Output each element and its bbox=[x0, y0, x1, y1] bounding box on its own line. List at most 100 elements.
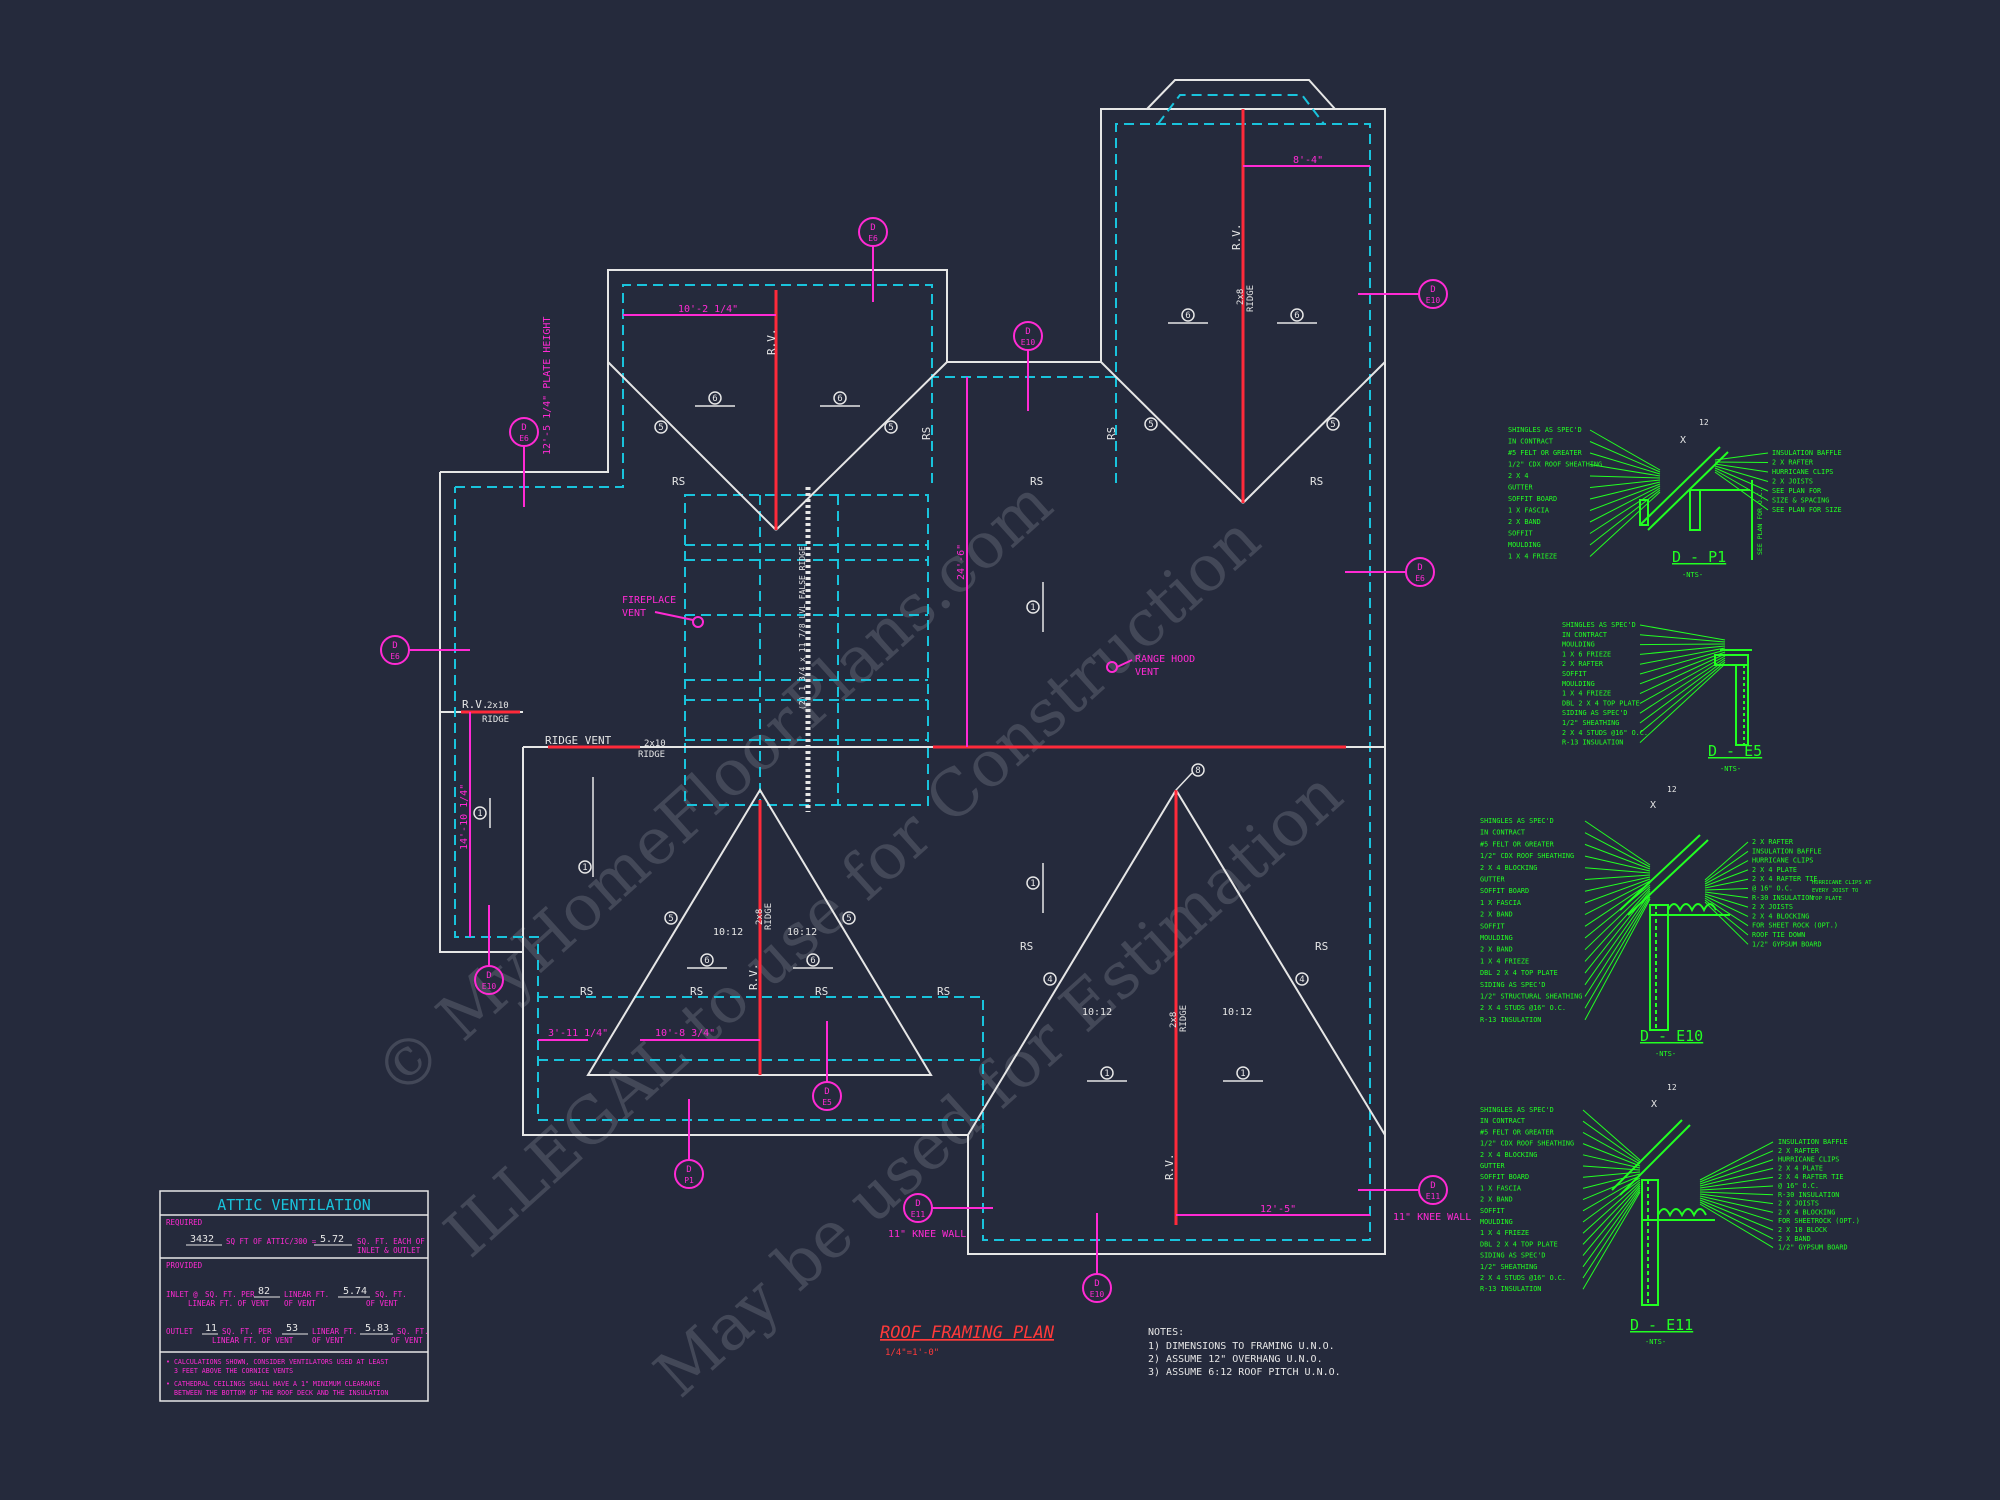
detail-annotation: #5 FELT OR GREATER bbox=[1508, 449, 1583, 457]
tag-number: 6 bbox=[1294, 311, 1299, 321]
ridge-vent-label: RIDGE VENT bbox=[545, 734, 612, 747]
dim-text: 3'-11 1/4" bbox=[548, 1028, 608, 1039]
detail-annotation: SOFFIT bbox=[1480, 922, 1505, 930]
detail-leader bbox=[1639, 657, 1726, 714]
detail-leader bbox=[1639, 645, 1726, 655]
tag-circle bbox=[473, 806, 487, 820]
callout-bottom: E10 bbox=[482, 982, 497, 991]
detail-leader bbox=[1639, 661, 1726, 734]
detail-annotation: 1/2" GYPSUM BOARD bbox=[1778, 1244, 1848, 1252]
detail-leader bbox=[1714, 469, 1769, 501]
callout-de10: D E10 bbox=[1013, 321, 1043, 411]
detail-leader bbox=[1704, 888, 1749, 891]
rafter-drawing bbox=[1611, 1119, 1683, 1191]
detail-annotation: 2 X BAND bbox=[1480, 946, 1513, 954]
detail-d-p1: SHINGLES AS SPEC'DIN CONTRACT#5 FELT OR … bbox=[1508, 418, 1842, 579]
tag-circle bbox=[842, 911, 856, 925]
detail-annotation: SOFFIT BOARD bbox=[1480, 887, 1529, 895]
plan-title-block: ROOF FRAMING PLAN 1/4"=1'-0" NOTES: 1) D… bbox=[880, 1323, 1341, 1378]
detail-annotation: SHINGLES AS SPEC'D bbox=[1508, 426, 1582, 434]
detail-leader bbox=[1582, 1154, 1641, 1169]
false-ridge-label: (2) 1 3/4 x 11 7/8 LVL FALSE RIDGE bbox=[798, 546, 807, 710]
callout-top: D bbox=[521, 423, 526, 433]
ridge-label: RIDGE bbox=[1246, 285, 1256, 312]
dim-text: 14'-10 1/4" bbox=[459, 784, 470, 850]
tag-number: 1 bbox=[1104, 1069, 1109, 1079]
ridge-label: RIDGE bbox=[764, 903, 774, 930]
section-marker bbox=[1418, 279, 1448, 309]
detail-annotation: GUTTER bbox=[1480, 1162, 1505, 1170]
detail-leader bbox=[1639, 643, 1726, 646]
attic-ventilation-table: ATTIC VENTILATION REQUIRED 3432 SQ FT OF… bbox=[159, 1190, 429, 1402]
detail-annotation: 2 X 4 BLOCKING bbox=[1480, 864, 1537, 872]
tag-circle bbox=[700, 953, 714, 967]
section-marker bbox=[1405, 557, 1435, 587]
callout-top: D bbox=[1430, 1181, 1435, 1191]
tag-number: 1 bbox=[477, 809, 482, 819]
detail-annotation: 2 X 4 bbox=[1508, 472, 1528, 480]
detail-annotation: 2 X RAFTER bbox=[1562, 660, 1604, 668]
detail-annotation: @ 16" O.C. bbox=[1778, 1182, 1819, 1190]
detail-leader bbox=[1582, 1185, 1641, 1256]
tag-number: 8 bbox=[1195, 766, 1200, 776]
detail-leader bbox=[1704, 897, 1749, 927]
ventilation-note: BETWEEN THE BOTTOM OF THE ROOF DECK AND … bbox=[174, 1389, 388, 1397]
pitch-12: 12 bbox=[1667, 785, 1677, 794]
valley-line bbox=[1175, 789, 1386, 1136]
detail-leader bbox=[1584, 876, 1651, 892]
detail-annotation: 1 X 4 FRIEZE bbox=[1508, 553, 1557, 561]
tag-circle bbox=[664, 911, 678, 925]
detail-leader bbox=[1639, 659, 1726, 724]
outline-bay bbox=[1146, 79, 1336, 110]
detail-annotation: HURRICANE CLIPS bbox=[1752, 857, 1813, 865]
detail-annotation: INSULATION BAFFLE bbox=[1778, 1138, 1848, 1146]
tag-circle bbox=[1100, 1066, 1114, 1080]
detail-title: D - E11 bbox=[1630, 1316, 1693, 1334]
detail-leader bbox=[1639, 634, 1726, 643]
detail-annotation: 2 X BAND bbox=[1480, 911, 1513, 919]
callout-bottom: E5 bbox=[822, 1098, 832, 1107]
detail-leader bbox=[1582, 1120, 1641, 1163]
detail-annotation: 2 X BAND bbox=[1508, 518, 1541, 526]
valley-line bbox=[967, 789, 1177, 1136]
detail-leader bbox=[1639, 649, 1726, 675]
detail-scale: -NTS- bbox=[1720, 765, 1741, 773]
detail-annotation: SOFFIT BOARD bbox=[1508, 495, 1557, 503]
pitch-label: 10:12 bbox=[713, 927, 743, 938]
detail-leader bbox=[1699, 1199, 1774, 1231]
detail-leader bbox=[1589, 475, 1661, 479]
detail-leader bbox=[1699, 1141, 1774, 1181]
dim-text: 12'-5" bbox=[1260, 1204, 1296, 1215]
detail-annotation: 1/2" SHEATHING bbox=[1480, 1263, 1537, 1271]
wall-drawing bbox=[1649, 904, 1669, 1031]
rafter-tag: 1 bbox=[1087, 1066, 1127, 1082]
tag-circle bbox=[1191, 763, 1205, 777]
tag-circle bbox=[1026, 876, 1040, 890]
callout-top: D bbox=[486, 971, 491, 981]
detail-annotation: 2 X 4 STUDS @16" O.C. bbox=[1480, 1274, 1566, 1282]
detail-annotation: ROOF TIE DOWN bbox=[1752, 931, 1805, 939]
note-item: 2) ASSUME 12" OVERHANG U.N.O. bbox=[1148, 1354, 1323, 1365]
tag-circle bbox=[1181, 308, 1195, 322]
detail-leader bbox=[1639, 655, 1726, 704]
detail-leader bbox=[1582, 1143, 1641, 1167]
callout-top: D bbox=[392, 641, 397, 651]
callout-top: D bbox=[1094, 1279, 1099, 1289]
dim-text: 8'-4" bbox=[1293, 155, 1323, 166]
detail-annotation: SHINGLES AS SPEC'D bbox=[1480, 817, 1554, 825]
outlet-length: 53 bbox=[286, 1323, 298, 1334]
outlet-text: SQ. FT. PER bbox=[222, 1327, 272, 1336]
detail-annotation: SIDING AS SPEC'D bbox=[1480, 981, 1545, 989]
rafter-tag: 5 bbox=[664, 911, 678, 925]
rs-label: RS bbox=[690, 985, 703, 998]
required-label: REQUIRED bbox=[166, 1218, 203, 1227]
callout-top: D bbox=[915, 1199, 920, 1209]
soffit-drawing bbox=[1714, 654, 1749, 666]
detail-leader bbox=[1699, 1201, 1774, 1240]
dim-text: 10'-2 1/4" bbox=[678, 304, 738, 315]
section-marker bbox=[1082, 1273, 1112, 1303]
rafter-tag: 6 bbox=[793, 953, 833, 969]
detail-annotation: DBL 2 X 4 TOP PLATE bbox=[1480, 969, 1558, 977]
rafter-tag: 1 bbox=[1026, 863, 1044, 913]
rs-label: RS bbox=[580, 985, 593, 998]
